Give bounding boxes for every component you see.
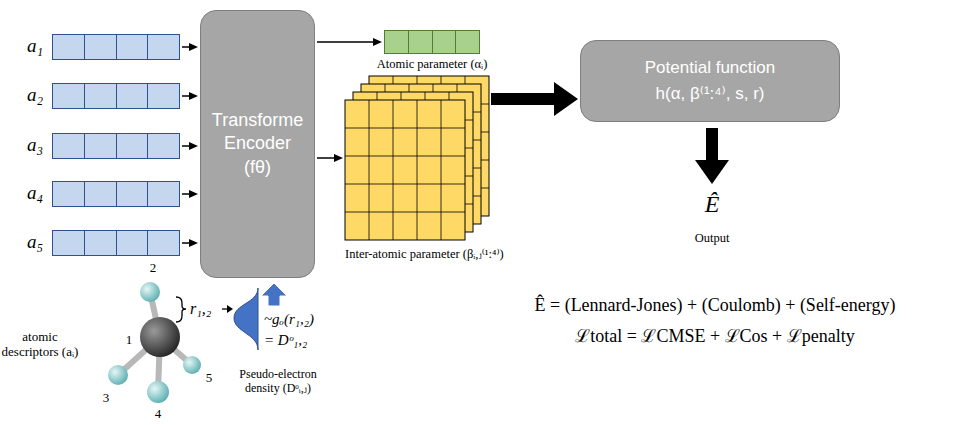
vector-cell: [53, 84, 85, 108]
hydrogen-atom: [147, 381, 169, 403]
vector-cell: [117, 84, 149, 108]
matrix-layer: [345, 100, 465, 240]
carbon-atom: [140, 317, 180, 357]
parameter-label: Inter-atomic parameter (βᵢ,ⱼ⁽¹:⁴⁾): [345, 246, 504, 262]
vector-cell: [148, 84, 179, 108]
hydrogen-atom: [183, 356, 201, 374]
vector-cell: [53, 134, 85, 158]
density-function: ~gₒ(r₁,₂): [264, 311, 314, 328]
descriptor-caption: atomic descriptors (aᵢ): [1, 330, 79, 360]
atom-number: 4: [155, 407, 162, 422]
vector-cell: [53, 182, 85, 206]
descriptor-vector: a₄: [52, 181, 180, 207]
arrow: [182, 193, 189, 195]
atom-number: 1: [126, 333, 133, 348]
arrow: [182, 46, 189, 48]
bracket: [176, 297, 186, 322]
energy-equation: Ê = (Lennard-Jones) + (Coulomb) + (Self-…: [534, 295, 895, 316]
descriptor-vector: a₁: [52, 34, 180, 60]
descriptor-label: a₁: [27, 35, 43, 57]
arrow: [317, 41, 373, 43]
vector-cell: [148, 231, 179, 255]
descriptor-label: a₅: [27, 231, 43, 253]
hydrogen-atom: [140, 282, 160, 302]
density-value: = Dᵒ₁,₂: [264, 332, 307, 349]
inter-atomic-matrix-stack: Inter-atomic parameter (βᵢ,ⱼ⁽¹:⁴⁾): [345, 76, 489, 240]
descriptor-vector: a₃: [52, 133, 180, 159]
descriptor-label: a₄: [27, 182, 43, 204]
vector-cell: [53, 231, 85, 255]
atom-number: 3: [103, 391, 110, 406]
vector-cell: [117, 134, 149, 158]
output-arrow: [695, 128, 729, 184]
descriptor-vector: a₂: [52, 83, 180, 109]
parameter-label: Atomic parameter (αᵢ): [377, 57, 488, 72]
energy-symbol: Ê: [705, 191, 720, 219]
vector-cell: [117, 35, 149, 59]
arrow: [182, 95, 189, 97]
vector-cell: [117, 231, 149, 255]
vector-cell: [85, 84, 117, 108]
vector-cell: [385, 31, 409, 53]
vector-cell: [456, 31, 479, 53]
block-arrow: [491, 93, 554, 105]
density-arrow: [261, 283, 287, 306]
gaussian-shape: [234, 288, 258, 350]
vector-cell: [409, 31, 433, 53]
vector-cell: [85, 134, 117, 158]
descriptor-label: a₃: [27, 134, 43, 156]
arrow: [182, 242, 189, 244]
process-box: Transforme Encoder (fθ): [200, 10, 315, 278]
process-box: Potential function h(α, β⁽¹:⁴⁾, s, r): [580, 40, 840, 122]
arrow: [182, 145, 189, 147]
vector-cell: [85, 182, 117, 206]
box-text: Transforme Encoder (fθ): [209, 109, 306, 179]
vector-cell: [148, 35, 179, 59]
vector-cell: [85, 35, 117, 59]
box-text: Potential function: [645, 57, 775, 79]
hydrogen-atom: [108, 365, 128, 385]
vector-cell: [148, 182, 179, 206]
molecule: [108, 282, 201, 403]
vector-cell: [85, 231, 117, 255]
vector-cell: [53, 35, 85, 59]
atom-number: 2: [150, 261, 157, 276]
vector-cell: [433, 31, 457, 53]
atomic-parameter-vector: Atomic parameter (αᵢ): [384, 30, 480, 54]
vector-cell: [117, 182, 149, 206]
output-label: Output: [695, 231, 730, 245]
small-arrowhead: [227, 305, 233, 313]
matrix-stack: [345, 76, 489, 240]
descriptor-label: a₂: [27, 84, 43, 106]
vector-cell: [148, 134, 179, 158]
distance-label: r₁,₂: [190, 300, 211, 318]
loss-equation: ℒtotal = ℒCMSE + ℒCos + ℒpenalty: [575, 326, 854, 347]
arrow: [317, 157, 334, 159]
descriptor-vector: a₅: [52, 230, 180, 256]
atom-number: 5: [206, 371, 213, 386]
density-caption: Pseudo-electron density (Dᵒᵢ,ⱼ): [226, 368, 330, 396]
box-text: h(α, β⁽¹:⁴⁾, s, r): [656, 83, 765, 105]
